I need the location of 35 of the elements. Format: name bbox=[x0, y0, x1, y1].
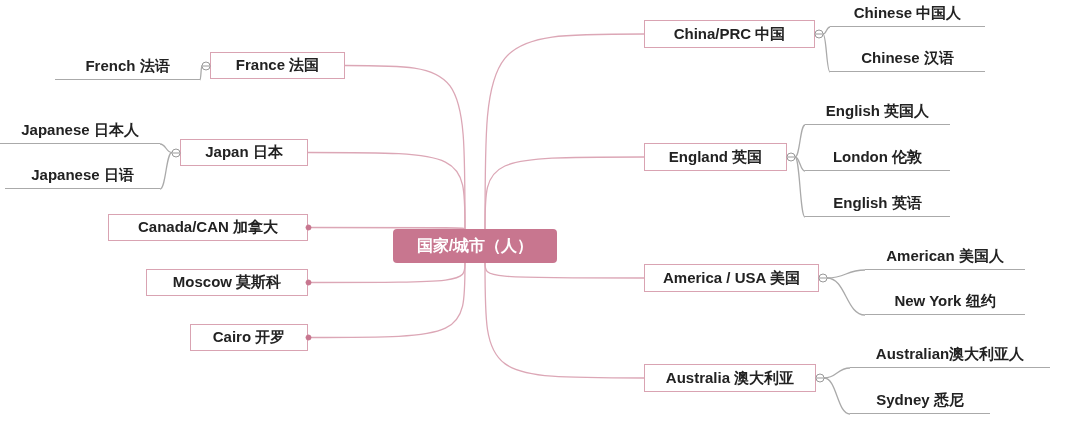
central-topic-box: 国家/城市（人） bbox=[393, 229, 557, 263]
topic-box: France 法国 bbox=[210, 52, 345, 79]
topic-box: Cairo 开罗 bbox=[190, 324, 308, 351]
topic-box: Moscow 莫斯科 bbox=[146, 269, 308, 296]
underlined-label: English 英国人 bbox=[805, 98, 950, 125]
underlined-label: Chinese 中国人 bbox=[830, 0, 985, 27]
underlined-label: American 美国人 bbox=[865, 243, 1025, 270]
topic-box: England 英国 bbox=[644, 143, 787, 171]
connector bbox=[826, 269, 866, 279]
underlined-label: New York 纽约 bbox=[865, 288, 1025, 315]
underlined-label: Japanese 日语 bbox=[5, 162, 160, 189]
connector bbox=[794, 124, 806, 158]
topic-box: Australia 澳大利亚 bbox=[644, 364, 816, 392]
connector bbox=[484, 156, 645, 230]
connector bbox=[822, 33, 831, 73]
underlined-label: Sydney 悉尼 bbox=[850, 387, 990, 414]
underlined-label: English 英语 bbox=[805, 190, 950, 217]
connector bbox=[307, 151, 466, 230]
underlined-label: Japanese 日本人 bbox=[0, 117, 160, 144]
connector bbox=[159, 151, 173, 190]
connector bbox=[823, 367, 851, 379]
underlined-label: London 伦敦 bbox=[805, 144, 950, 171]
connector bbox=[484, 262, 645, 379]
connector bbox=[823, 377, 851, 415]
topic-box: America / USA 美国 bbox=[644, 264, 819, 292]
underlined-label: French 法语 bbox=[55, 53, 200, 80]
connector bbox=[822, 26, 831, 35]
underlined-label: Australian澳大利亚人 bbox=[850, 341, 1050, 368]
topic-box: China/PRC 中国 bbox=[644, 20, 815, 48]
topic-box: Japan 日本 bbox=[180, 139, 308, 166]
connector bbox=[826, 277, 866, 316]
underlined-label: Chinese 汉语 bbox=[830, 45, 985, 72]
topic-box: Canada/CAN 加拿大 bbox=[108, 214, 308, 241]
connector bbox=[794, 156, 806, 172]
connector bbox=[794, 156, 806, 218]
